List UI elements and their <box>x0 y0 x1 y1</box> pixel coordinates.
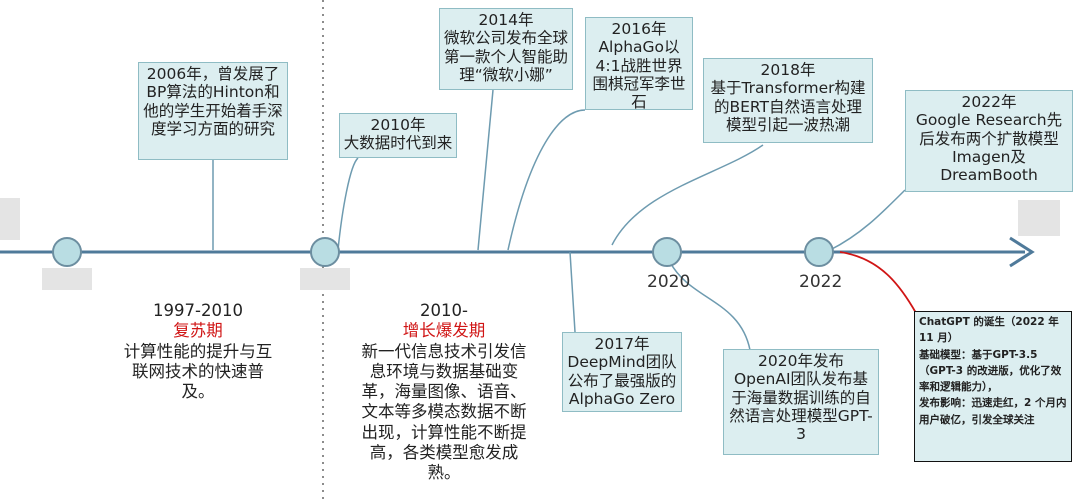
period-growth-range: 2010- <box>420 301 468 320</box>
event-text-2016: AlphaGo以4:1战胜世界围棋冠军李世石 <box>592 38 686 112</box>
node-1997 <box>52 237 82 267</box>
event-year-2022: 2022年 <box>961 93 1017 111</box>
period-growth-desc: 新一代信息技术引发信息环境与数据基础变革，海量图像、语音、文本等多模态数据不断出… <box>361 341 527 483</box>
chatgpt-pointer <box>839 251 917 314</box>
event-year-2017: 2017年 <box>594 335 650 353</box>
period-revival-name: 复苏期 <box>173 321 223 341</box>
period-growth-name: 增长爆发期 <box>402 321 486 341</box>
event-year-2016: 2016年 <box>611 20 667 38</box>
event-text-2022: Google Research先后发布两个扩散模型Imagen及DreamBoo… <box>915 111 1063 185</box>
event-text-2006: 2006年，曾发展了BP算法的Hinton和他的学生开始着手深度学习方面的研究 <box>143 65 283 138</box>
event-box-2022: 2022年 Google Research先后发布两个扩散模型Imagen及Dr… <box>905 90 1073 192</box>
tick-2020: 2020 <box>647 272 691 292</box>
chatgpt-note-model: 基础模型：基于GPT-3.5（GPT-3 的改进版，优化了效率和逻辑能力）， <box>919 348 1062 394</box>
event-year-2014: 2014年 <box>478 11 534 29</box>
event-year-2018: 2018年 <box>760 61 816 79</box>
event-text-2020: OpenAI团队发布基于海量数据训练的自然语言处理模型GPT-3 <box>729 370 873 444</box>
period-growth: 2010- 增长爆发期 新一代信息技术引发信息环境与数据基础变革，海量图像、语音… <box>360 301 528 484</box>
node-2020 <box>652 237 682 267</box>
period-revival: 1997-2010 复苏期 计算性能的提升与互联网技术的快速普及。 <box>118 301 278 402</box>
event-text-2018: 基于Transformer构建的BERT自然语言处理模型引起一波热潮 <box>710 79 866 134</box>
axis-arrowhead <box>1009 236 1035 268</box>
period-revival-range: 1997-2010 <box>153 301 243 320</box>
event-box-2020: 2020年发布 OpenAI团队发布基于海量数据训练的自然语言处理模型GPT-3 <box>723 349 879 455</box>
left-edge-block <box>0 198 20 240</box>
event-year-2020: 2020年发布 <box>758 352 844 370</box>
event-box-2018: 2018年 基于Transformer构建的BERT自然语言处理模型引起一波热潮 <box>703 58 873 143</box>
period-revival-desc: 计算性能的提升与互联网技术的快速普及。 <box>123 341 273 402</box>
tick-2022: 2022 <box>799 272 843 292</box>
chatgpt-note: ChatGPT 的诞生（2022 年 11 月） 基础模型：基于GPT-3.5（… <box>914 311 1072 462</box>
node-2022 <box>804 237 834 267</box>
right-edge-block <box>1018 200 1060 236</box>
node-2010 <box>310 237 340 267</box>
chatgpt-note-impact: 发布影响：迅速走红，2 个月内用户破亿，引发全球关注 <box>919 397 1067 426</box>
event-year-2010: 2010年 <box>370 116 426 134</box>
marker-label-1997 <box>42 268 92 290</box>
event-box-2017: 2017年 DeepMind团队公布了最强版的AlphaGo Zero <box>562 332 682 412</box>
chatgpt-note-birth: ChatGPT 的诞生（2022 年 11 月） <box>919 316 1059 345</box>
event-text-2014: 微软公司发布全球第一款个人智能助理“微软小娜” <box>443 29 568 84</box>
event-box-2014: 2014年 微软公司发布全球第一款个人智能助理“微软小娜” <box>439 8 573 90</box>
event-box-2016: 2016年 AlphaGo以4:1战胜世界围棋冠军李世石 <box>585 17 693 112</box>
event-box-2006: 2006年，曾发展了BP算法的Hinton和他的学生开始着手深度学习方面的研究 <box>138 62 288 160</box>
event-box-2010: 2010年 大数据时代到来 <box>339 113 457 158</box>
event-text-2010: 大数据时代到来 <box>343 134 453 153</box>
event-text-2017: DeepMind团队公布了最强版的AlphaGo Zero <box>567 353 677 408</box>
marker-label-2010 <box>300 268 350 290</box>
